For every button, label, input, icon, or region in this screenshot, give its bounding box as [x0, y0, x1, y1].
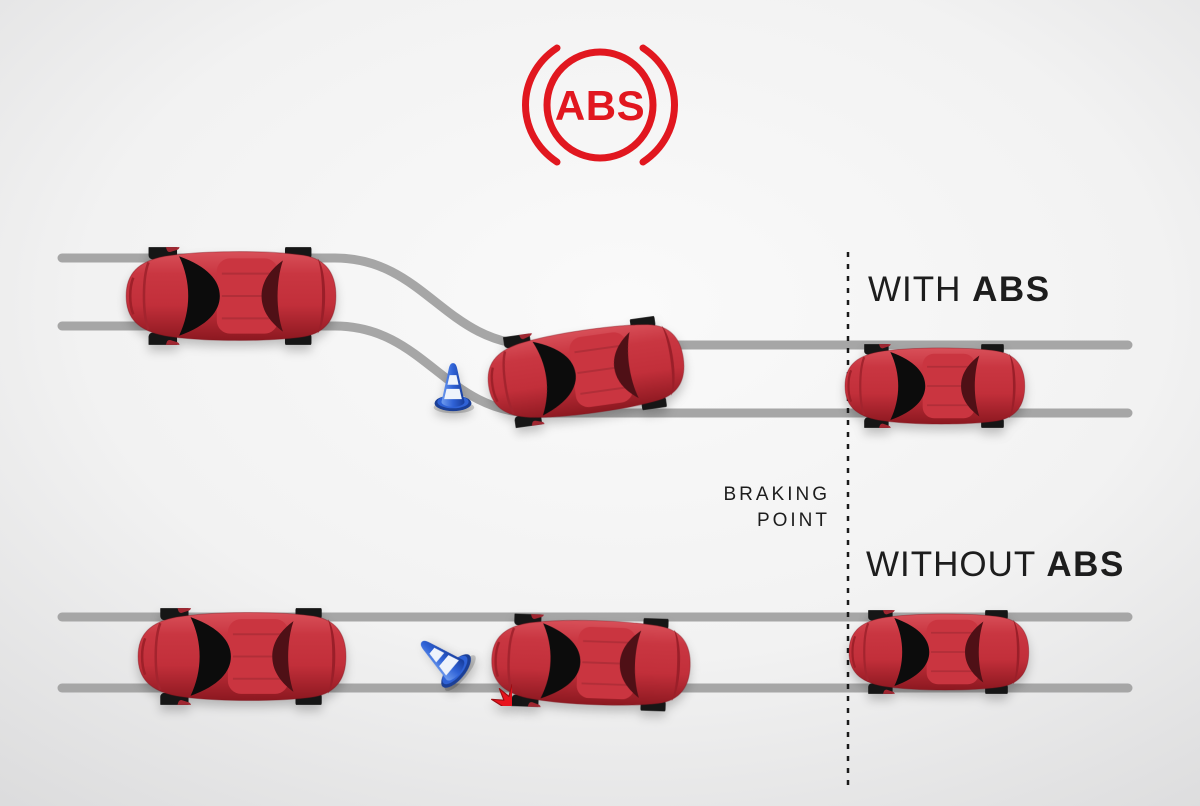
car-with-abs-end-position-icon [118, 247, 342, 345]
with-abs-label-prefix: WITH [868, 270, 962, 309]
abs-logo: ABS [505, 33, 695, 178]
abs-logo-text: ABS [554, 81, 646, 129]
without-abs-label-emphasis: ABS [1046, 545, 1125, 584]
braking-point-line1: BRAKING [723, 484, 830, 505]
car-with-abs-approaching-icon [838, 344, 1030, 428]
car-without-abs-approaching-icon [842, 610, 1034, 694]
braking-point-line2: POINT [756, 510, 830, 531]
without-abs-label: WITHOUT ABS [866, 545, 1125, 585]
braking-point-label: BRAKING POINT [600, 482, 830, 534]
car-without-abs-end-position-icon [130, 608, 352, 705]
traffic-cone-icon [429, 361, 477, 415]
without-abs-label-prefix: WITHOUT [866, 545, 1036, 584]
car-without-abs-crashing-icon [482, 612, 697, 712]
abs-ring-icon [522, 44, 678, 166]
crash-burst-icon [466, 660, 512, 706]
with-abs-label: WITH ABS [868, 270, 1051, 310]
with-abs-label-emphasis: ABS [972, 270, 1051, 309]
